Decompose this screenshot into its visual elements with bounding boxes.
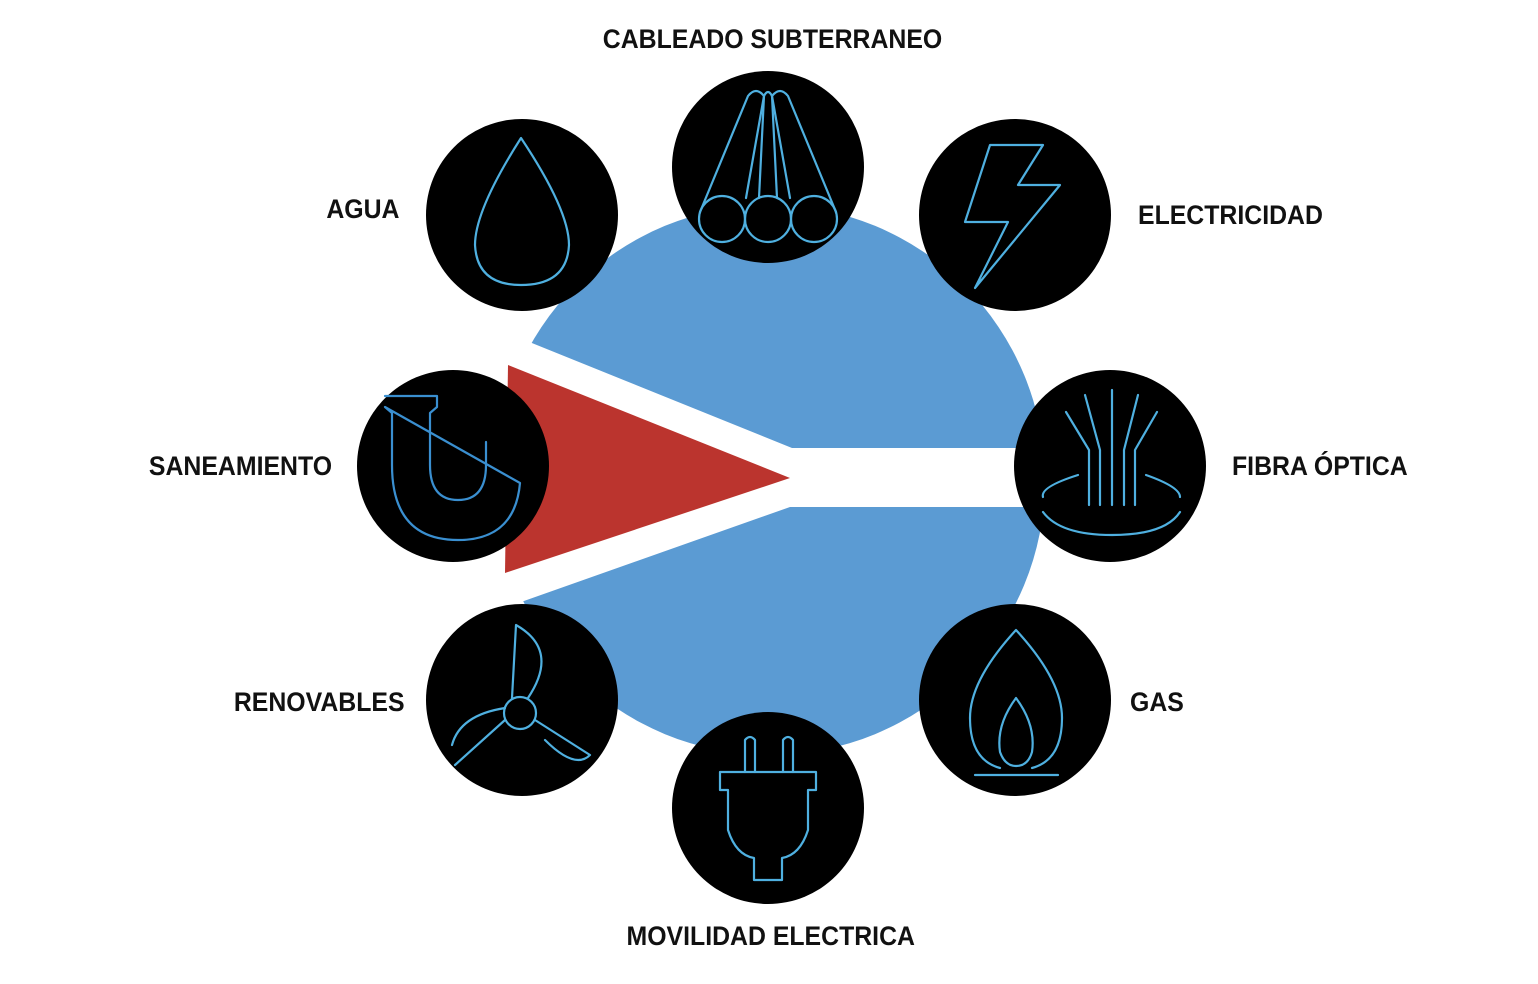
- node-saneamiento: [357, 370, 549, 562]
- label-renovables: RENOVABLES: [234, 687, 405, 717]
- pipe-icon: [383, 394, 522, 542]
- node-cableado: [672, 71, 864, 263]
- label-movilidad: MOVILIDAD ELECTRICA: [626, 921, 915, 951]
- water-drop-icon: [473, 136, 571, 287]
- label-fibra: FIBRA ÓPTICA: [1232, 451, 1408, 481]
- node-electricidad: [919, 119, 1111, 311]
- label-electricidad: ELECTRICIDAD: [1138, 200, 1323, 230]
- flame-icon: [968, 628, 1064, 777]
- node-agua: [426, 119, 618, 311]
- label-agua: AGUA: [325, 194, 399, 224]
- node-gas: [919, 604, 1111, 796]
- plug-icon: [718, 735, 818, 882]
- label-cableado: CABLEADO SUBTERRANEO: [602, 24, 943, 54]
- label-saneamiento: SANEAMIENTO: [148, 451, 332, 481]
- wedge-gap: [470, 318, 1100, 620]
- cables-icon: [697, 89, 839, 244]
- node-movilidad: [672, 712, 864, 904]
- node-fibra: [1014, 370, 1206, 562]
- label-gas: GAS: [1130, 687, 1184, 717]
- fiber-optic-icon: [1041, 388, 1182, 537]
- node-renovables: [426, 604, 618, 796]
- red-wedge: [505, 365, 790, 573]
- lightning-icon: [963, 143, 1062, 290]
- wind-turbine-icon: [450, 623, 592, 767]
